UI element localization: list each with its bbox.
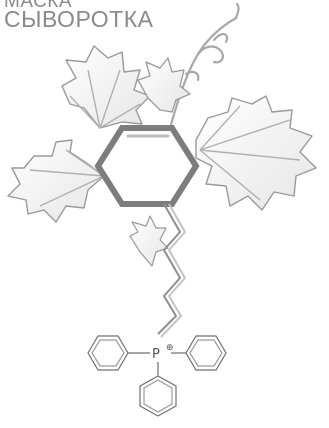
title-line-2: СЫВОРОТКА (4, 6, 154, 32)
grape-leaf-icon (7, 139, 105, 223)
grape-leaf-icon (137, 57, 191, 113)
grape-leaf-icon (61, 45, 151, 129)
phosphorus-label: P (152, 347, 160, 362)
title-line-1: МАСКА (4, 0, 73, 12)
hexagon-ring-icon (94, 125, 200, 207)
phenyl-ring-icon (87, 335, 129, 371)
grape-leaf-icon (195, 95, 317, 211)
phosphonium-center: P ⊕ (152, 343, 174, 362)
grape-leaf-icon (129, 215, 169, 267)
vine-tendril-icon (168, 2, 240, 130)
charge-label: ⊕ (166, 343, 174, 353)
polyene-chain (157, 203, 186, 338)
phenyl-ring-icon (139, 375, 177, 417)
phenyl-ring-icon (185, 335, 227, 371)
